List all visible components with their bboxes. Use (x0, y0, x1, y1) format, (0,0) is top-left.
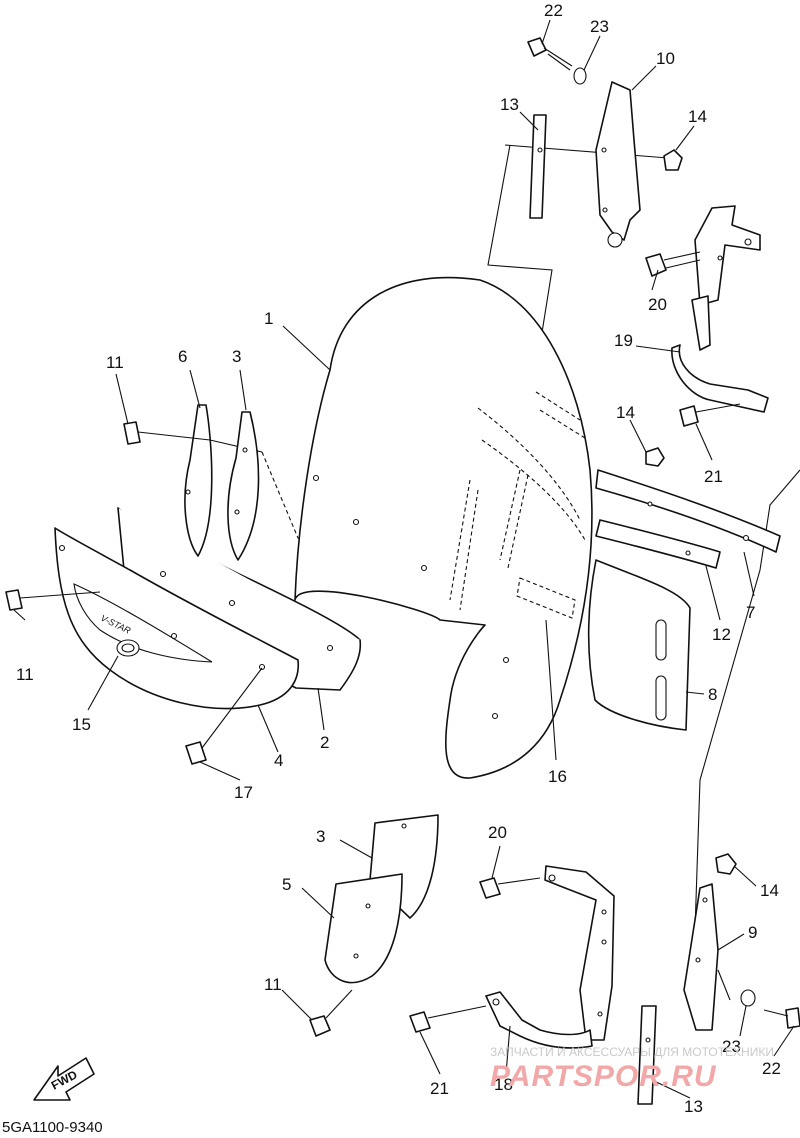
side-trim-6[interactable] (184, 404, 213, 557)
bracket-plate-13-lower[interactable] (637, 1005, 657, 1105)
leader-lines (13, 19, 795, 1099)
bracket-plate-13-upper[interactable] (529, 114, 547, 219)
callout-21-bottom: 21 (430, 1079, 449, 1098)
callout-16: 16 (548, 767, 567, 786)
fwd-arrow-icon: FWD (33, 1057, 95, 1101)
callout-9: 9 (748, 923, 757, 942)
callout-18: 18 (494, 1075, 513, 1094)
mount-bracket-lower[interactable] (544, 865, 615, 1041)
callout-23-top: 23 (590, 17, 609, 36)
callout-4: 4 (274, 751, 283, 770)
callout-20-top: 20 (648, 295, 667, 314)
callout-22-top: 22 (544, 1, 563, 20)
trim-strip-12[interactable] (595, 519, 721, 569)
callout-13-bottom: 13 (684, 1097, 703, 1116)
lower-cover-4[interactable] (54, 527, 300, 710)
watermark-caption: ЗАПЧАСТИ И АКСЕССУАРЫ ДЛЯ МОТОТЕХНИКИ (490, 1045, 774, 1059)
callout-14-middle: 14 (616, 403, 635, 422)
callout-22-bottom: 22 (762, 1059, 781, 1078)
callout-14-top: 14 (688, 107, 707, 126)
callout-19: 19 (614, 331, 633, 350)
callout-3-bottom: 3 (316, 827, 325, 846)
callout-11-left: 11 (16, 665, 34, 684)
upper-hardware[interactable] (527, 37, 741, 467)
callout-15: 15 (72, 715, 91, 734)
stay-bracket-upper[interactable] (694, 205, 761, 306)
lower-bracket-9[interactable] (683, 883, 731, 1031)
callout-21-top: 21 (704, 467, 723, 486)
side-trim-3-upper[interactable] (227, 411, 260, 561)
callout-17: 17 (234, 783, 253, 802)
callout-11-bottom: 11 (264, 975, 282, 994)
callout-11-left-top: 11 (106, 353, 124, 372)
callout-8: 8 (708, 685, 717, 704)
lower-trim-5[interactable] (324, 873, 403, 984)
lower-panel-8[interactable] (587, 559, 691, 731)
callouts: 22 23 10 13 14 20 1 19 11 6 3 14 21 11 7… (16, 1, 781, 1116)
windshield[interactable] (294, 276, 593, 779)
callout-12: 12 (712, 625, 731, 644)
trim-strip-7[interactable] (595, 469, 781, 553)
callout-20-bottom: 20 (488, 823, 507, 842)
watermark: ЗАПЧАСТИ И АКСЕССУАРЫ ДЛЯ МОТОТЕХНИКИ PA… (490, 1045, 774, 1093)
lower-hardware[interactable] (309, 853, 800, 1037)
callout-5: 5 (282, 875, 291, 894)
callout-13-top: 13 (500, 95, 519, 114)
callout-10: 10 (656, 49, 675, 68)
callout-6: 6 (178, 347, 187, 366)
callout-14-bottom: 14 (760, 881, 779, 900)
callout-7: 7 (746, 603, 755, 622)
callout-1: 1 (264, 309, 273, 328)
callout-23-bottom: 23 (722, 1037, 741, 1056)
mount-bracket-10[interactable] (595, 81, 641, 248)
watermark-logo: PARTSPOR.RU (490, 1060, 717, 1093)
callout-2: 2 (320, 733, 329, 752)
screws-left[interactable] (5, 421, 263, 765)
stay-rod-19[interactable] (671, 295, 769, 413)
stay-rod-18[interactable] (485, 991, 593, 1049)
catalog-code: 5GA1100-9340 (2, 1119, 103, 1136)
callout-3-top: 3 (232, 347, 241, 366)
